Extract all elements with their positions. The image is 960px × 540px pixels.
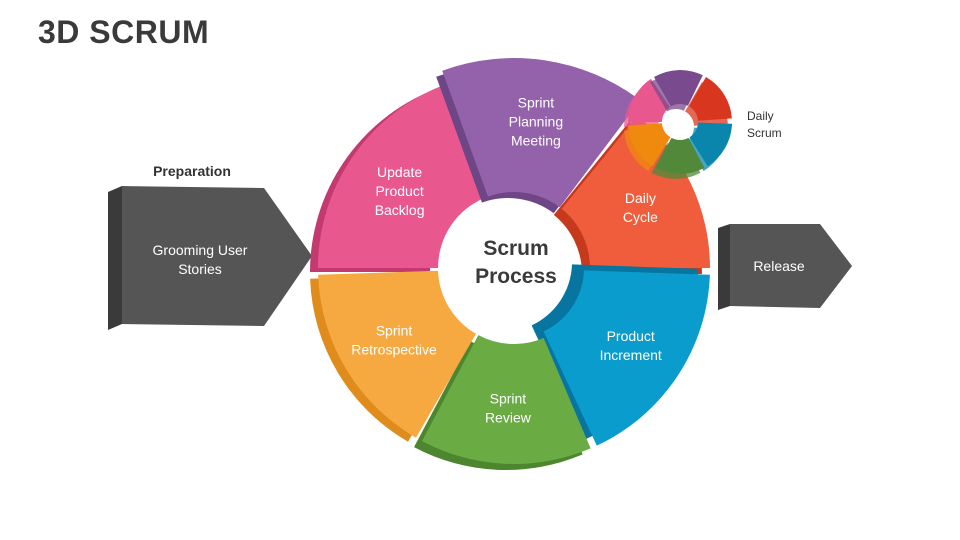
- preparation-heading: Preparation: [153, 163, 231, 179]
- segment-label-update-product-backlog-line-1: Update: [377, 164, 422, 180]
- segment-label-update-product-backlog-line-2: Product: [375, 183, 423, 199]
- segment-label-sprint-planning-meeting-line-1: Sprint: [518, 95, 555, 111]
- segment-label-product-increment-line-1: Product: [607, 328, 655, 344]
- daily-scrum-ring: [624, 70, 732, 179]
- segment-face-product-increment: [543, 270, 710, 446]
- segment-label-sprint-review-line-1: Sprint: [490, 390, 527, 406]
- segment-label-update-product-backlog-line-3: Backlog: [375, 202, 425, 218]
- segment-label-sprint-retrospective-line-1: Sprint: [376, 323, 413, 339]
- center-label-line-1: Scrum: [483, 237, 548, 260]
- grooming-user-stories-line-1: Grooming User: [153, 242, 248, 258]
- segment-face-sprint-review: [422, 335, 591, 465]
- daily-scrum-segment-4: [689, 122, 732, 167]
- segment-label-sprint-planning-meeting-line-2: Planning: [509, 114, 564, 130]
- segment-label-sprint-retrospective-line-2: Retrospective: [351, 342, 437, 358]
- daily-scrum-label-line-2: Scrum: [747, 126, 782, 140]
- release-arrow-face: [730, 224, 852, 308]
- daily-scrum-segment-3: [689, 77, 732, 121]
- segment-label-sprint-review-line-2: Review: [485, 409, 532, 425]
- center-label-line-2: Process: [475, 265, 557, 288]
- slide-title: 3D SCRUM: [38, 14, 210, 50]
- segment-face-sprint-planning-meeting: [442, 58, 641, 208]
- release-label: Release: [753, 258, 805, 274]
- preparation-arrow-face: [122, 186, 312, 326]
- segment-label-product-increment-line-2: Increment: [600, 347, 662, 363]
- segment-face-sprint-retrospective: [318, 270, 476, 438]
- daily-scrum-segment-1: [628, 78, 670, 122]
- segment-face-update-product-backlog: [318, 86, 486, 268]
- preparation-arrow: Grooming User Stories: [108, 186, 312, 330]
- daily-scrum-label-line-1: Daily: [747, 109, 774, 123]
- segment-label-daily-cycle-line-1: Daily: [625, 190, 656, 206]
- daily-scrum-segment-2: [654, 70, 703, 107]
- scrum-ring: UpdateProductBacklogSprintPlanningMeetin…: [310, 58, 710, 471]
- preparation-arrow-side: [108, 186, 122, 330]
- daily-scrum-segment-6: [628, 123, 671, 167]
- grooming-user-stories-line-2: Stories: [178, 261, 222, 277]
- segment-label-sprint-planning-meeting-line-3: Meeting: [511, 133, 561, 149]
- release-arrow-side: [718, 224, 730, 310]
- release-arrow: Release: [718, 224, 852, 310]
- segment-label-daily-cycle-line-2: Cycle: [623, 209, 658, 225]
- daily-scrum-segment-5: [655, 137, 705, 174]
